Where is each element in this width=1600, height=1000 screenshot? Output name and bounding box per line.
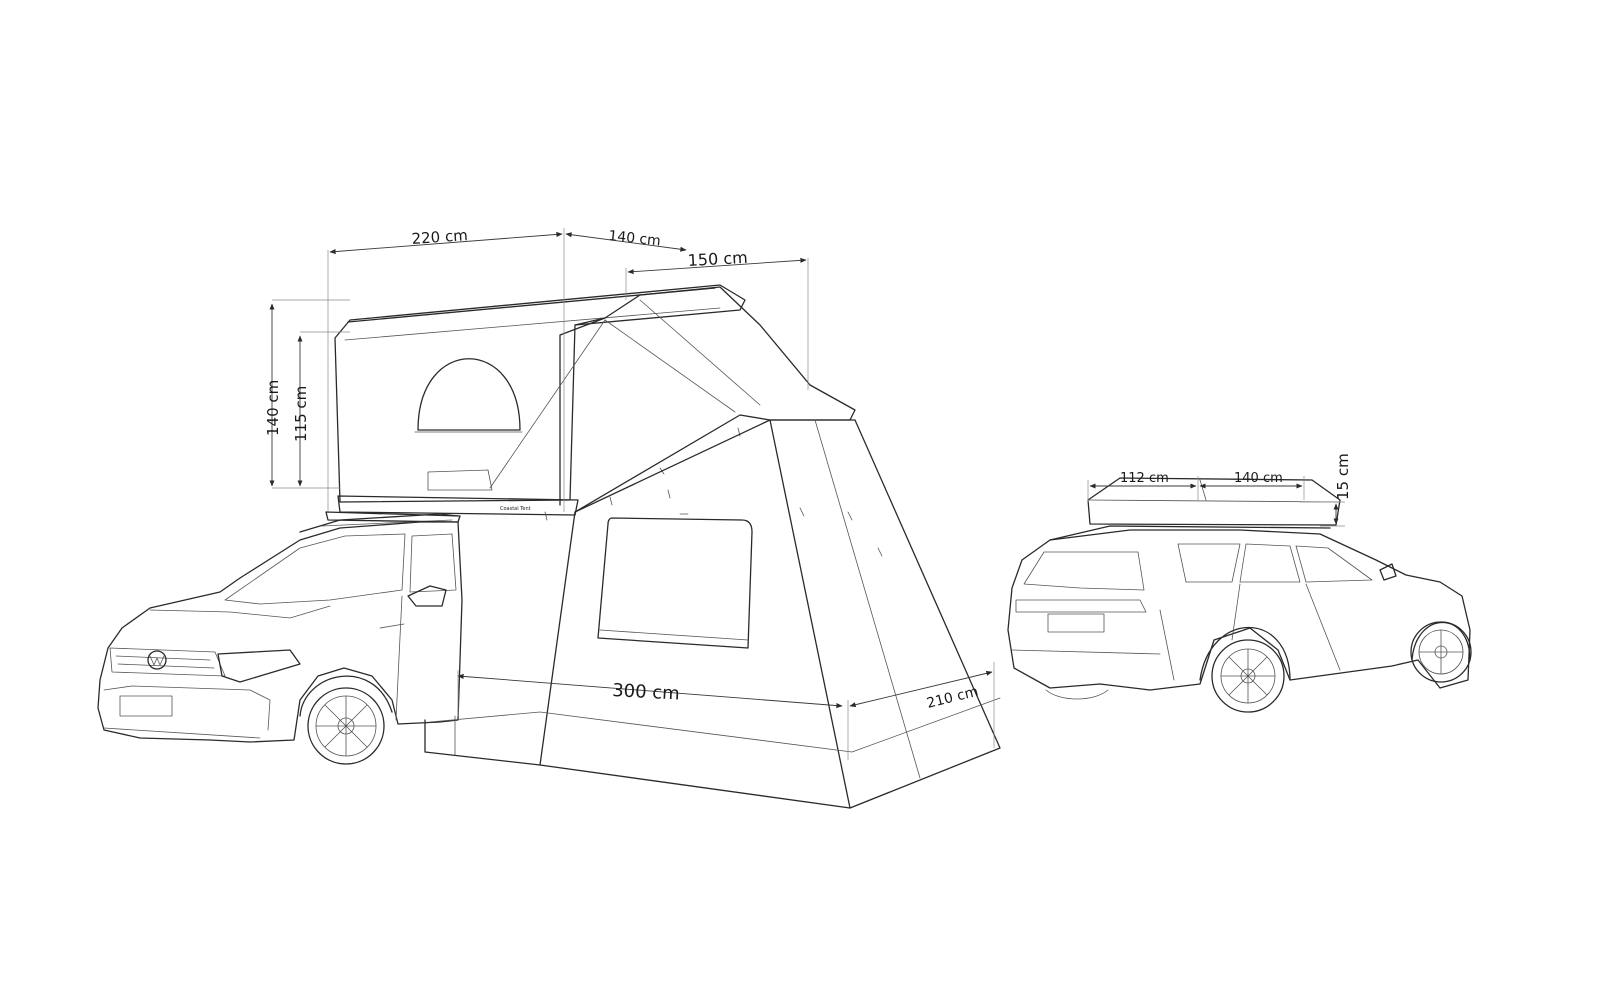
tent-annex	[424, 419, 1001, 809]
dim-closed-height: 15 cm	[1334, 453, 1352, 500]
dim-tent-overhang: 150 cm	[687, 248, 748, 270]
rooftop-tent: Coastal Tent	[325, 284, 856, 523]
dim-tent-height-inner: 115 cm	[292, 386, 310, 442]
dim-tent-length: 220 cm	[411, 226, 468, 248]
tent-brand-label: Coastal Tent	[500, 506, 531, 512]
dim-tent-height-open: 140 cm	[264, 380, 282, 436]
dim-annex-width: 210 cm	[925, 684, 980, 712]
wagon-right	[1007, 477, 1472, 713]
dim-tent-depth: 140 cm	[608, 228, 662, 249]
dimension-lines	[269, 228, 1345, 760]
dimension-labels: 220 cm 140 cm 150 cm 140 cm 115 cm 300 c…	[264, 226, 1352, 712]
dim-annex-length: 300 cm	[612, 680, 681, 705]
dim-closed-length: 112 cm	[1120, 471, 1169, 486]
suv-left	[97, 513, 463, 765]
dim-closed-width: 140 cm	[1234, 471, 1283, 486]
